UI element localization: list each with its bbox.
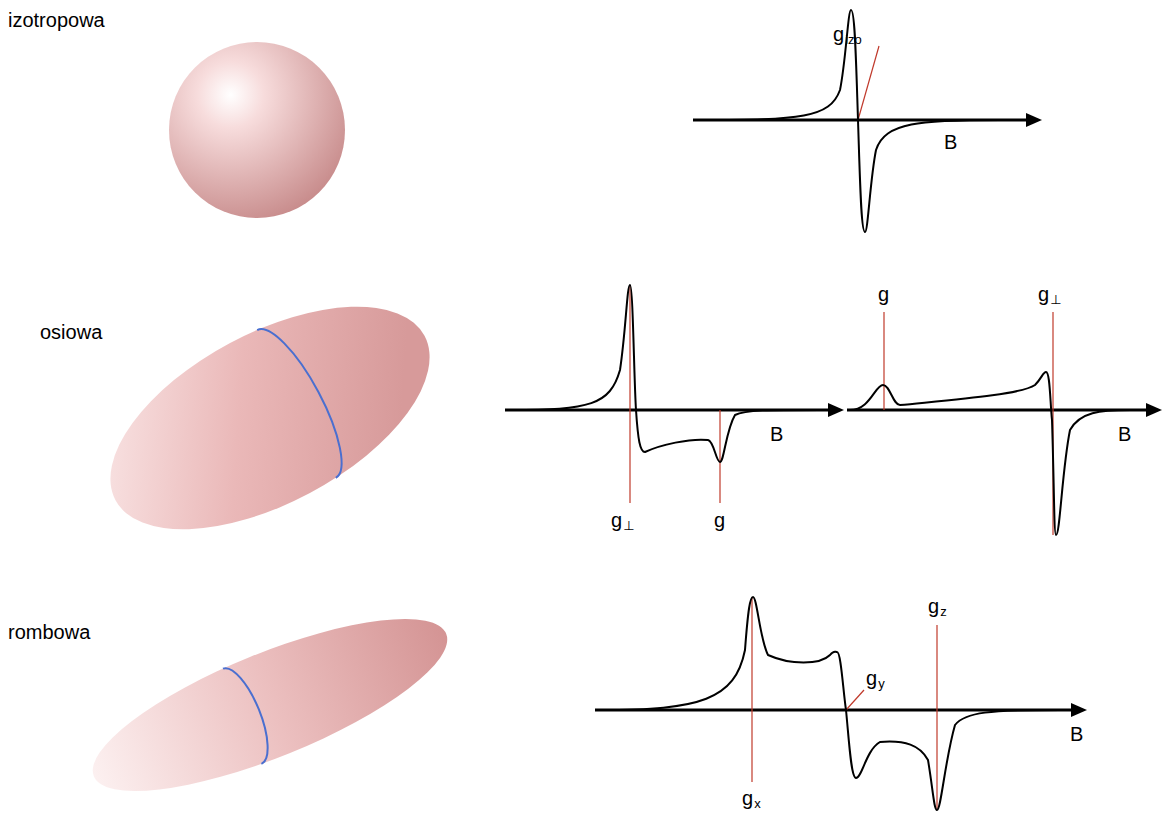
g-subscript: ⊥ [623,519,634,532]
g-symbol: g [714,510,725,530]
axis-label: B [1070,724,1083,744]
rhombic-ellipsoid [74,586,465,822]
sphere [169,42,345,218]
g-symbol: g [928,596,939,616]
axial-ellipsoid [76,261,465,575]
symmetry-name: osiowa [40,322,102,342]
g-subscript: y [878,677,885,690]
g-subscript: ⊥ [1050,293,1061,306]
axis-label: B [1118,424,1131,444]
axis-label: B [944,132,957,152]
g-symbol: g [866,668,877,688]
g-symbol: g [878,284,889,304]
g-subscript: z [940,605,947,618]
symmetry-name: rombowa [8,622,90,642]
g-subscript: izo [845,33,862,46]
field-axes [505,120,1150,710]
epr-spectra [510,10,1130,810]
g-subscript: x [754,797,761,810]
g-symbol: g [742,788,753,808]
g-markers [630,46,1053,810]
axis-label: B [770,424,783,444]
g-symbol: g [1038,284,1049,304]
symmetry-name: izotropowa [8,10,105,30]
g-symbol: g [611,510,622,530]
axis-arrowheads [828,113,1162,717]
g-symbol: g [833,24,844,44]
